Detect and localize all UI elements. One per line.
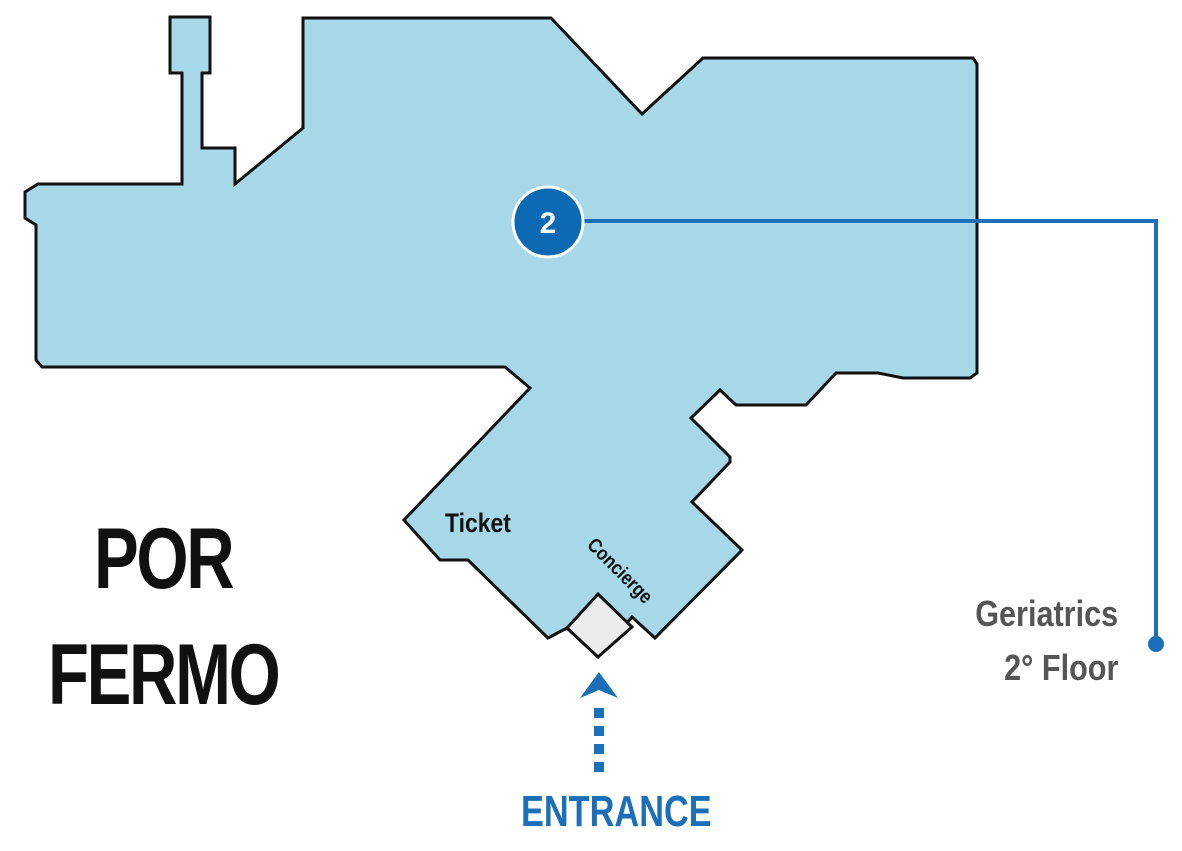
location-marker[interactable]: 2	[511, 185, 585, 259]
concierge-room	[564, 591, 635, 660]
building-floor-outline	[23, 15, 979, 660]
route-callout-line	[580, 219, 1158, 644]
location-marker-circle	[511, 185, 585, 259]
entrance-arrow-head	[580, 672, 618, 698]
title-line-1: POR	[94, 511, 235, 607]
destination-floor: 2° Floor	[1003, 647, 1118, 688]
location-marker-number: 2	[540, 207, 557, 240]
ticket-label: Ticket	[445, 508, 511, 538]
entrance-label: ENTRANCE	[521, 787, 712, 836]
route-endpoint-dot	[1148, 636, 1164, 652]
destination-name: Geriatrics	[975, 593, 1118, 634]
title-line-2: FERMO	[48, 627, 281, 723]
